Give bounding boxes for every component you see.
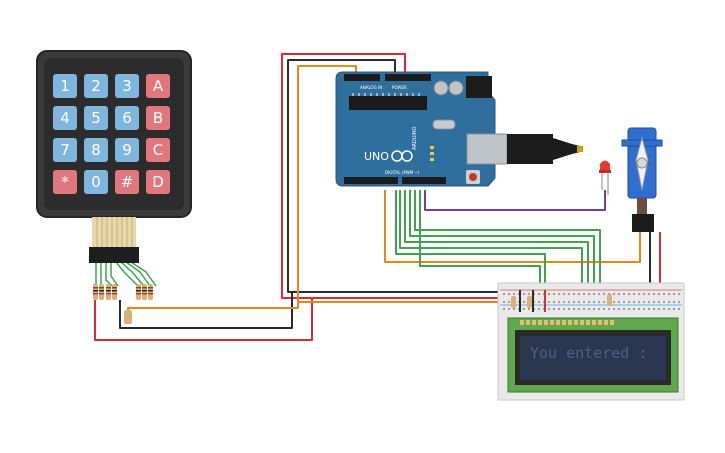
wire-orange-servo [384, 190, 641, 263]
wire-purple [424, 190, 606, 211]
keypad-key: C [146, 138, 170, 162]
keypad-key: A [146, 74, 170, 98]
resistor [142, 284, 147, 300]
resistor [136, 284, 141, 300]
keypad-key-label: 0 [91, 173, 101, 191]
keypad-key-label: 4 [60, 109, 70, 127]
crystal [432, 119, 456, 130]
keypad-key-label: D [152, 173, 164, 191]
resistor [106, 284, 111, 300]
usb-port [466, 133, 508, 165]
resistor [148, 284, 153, 300]
keypad-key: # [115, 170, 139, 194]
keypad-key-label: A [153, 77, 164, 95]
led [599, 160, 611, 195]
wire-orange-top [297, 65, 500, 303]
keypad-key: 6 [115, 106, 139, 130]
wire-black-bottom [119, 292, 293, 329]
keypad-green-leads [95, 261, 157, 287]
keypad-key-label: # [121, 173, 134, 191]
usb-cable [553, 138, 580, 160]
lcd-screen [520, 336, 666, 380]
keypad-key-label: C [153, 141, 163, 159]
keypad-key: D [146, 170, 170, 194]
power-jack [466, 76, 492, 98]
arduino-digital-label: DIGITAL (PWM ~) [385, 170, 420, 175]
arduino-brand: ARDUINO [412, 126, 418, 150]
keypad-key: 9 [115, 138, 139, 162]
resistor [112, 284, 117, 300]
wire-orange-keypad [127, 302, 299, 312]
usb-cable-plug [507, 134, 553, 164]
keypad-key: 7 [53, 138, 77, 162]
keypad-key-label: 3 [122, 77, 132, 95]
lcd-module: You entered : [507, 317, 679, 393]
lcd-text: You entered : [530, 344, 647, 362]
arduino-logo [391, 150, 413, 162]
keypad-key-label: 2 [91, 77, 101, 95]
capacitor-2 [448, 80, 464, 96]
keypad-key-label: 9 [122, 141, 132, 159]
keypad-key-label: 8 [91, 141, 101, 159]
keypad-key-label: 1 [60, 77, 70, 95]
keypad-key: 5 [84, 106, 108, 130]
arduino-header-power [385, 74, 431, 81]
wire-servo-black [649, 232, 665, 287]
atmega-chip [349, 96, 427, 110]
keypad-header [89, 247, 139, 263]
keypad-resistors [93, 284, 153, 324]
keypad-key-label: 7 [60, 141, 70, 159]
keypad-key: * [53, 170, 77, 194]
keypad-key: 0 [84, 170, 108, 194]
resistor-single [124, 310, 132, 324]
arduino-analog-label: ANALOG IN [360, 85, 382, 90]
keypad-key: 4 [53, 106, 77, 130]
keypad-key: 1 [53, 74, 77, 98]
arduino-model: UNO [364, 150, 389, 163]
wire-red-top [281, 53, 500, 299]
arduino-header-digital-b [402, 177, 446, 184]
keypad-key-label: 6 [122, 109, 132, 127]
resistor [99, 284, 104, 300]
wire-red-bottom [94, 298, 313, 341]
keypad-ribbon [92, 217, 136, 247]
servo-connector [632, 214, 654, 232]
resistor [93, 284, 98, 300]
keypad-key: 8 [84, 138, 108, 162]
keypad: 1 2 3 A 4 5 6 B 7 8 9 C * 0 # D [36, 50, 192, 324]
keypad-key-label: 5 [91, 109, 101, 127]
wire-black-top [287, 59, 500, 293]
arduino-header-analog [344, 74, 380, 81]
keypad-keys: 1 2 3 A 4 5 6 B 7 8 9 C * 0 # D [53, 74, 170, 194]
arduino-power-label: POWER [392, 85, 407, 90]
keypad-key: 2 [84, 74, 108, 98]
arduino-header-digital-a [344, 177, 398, 184]
keypad-key: 3 [115, 74, 139, 98]
servo-motor [621, 127, 663, 232]
keypad-key: B [146, 106, 170, 130]
arduino-uno: UNO ARDUINO ANALOG IN POWER DIGITAL (PWM… [335, 71, 583, 187]
capacitor-1 [433, 80, 449, 96]
keypad-key-label: B [153, 109, 163, 127]
keypad-key-label: * [61, 173, 69, 191]
